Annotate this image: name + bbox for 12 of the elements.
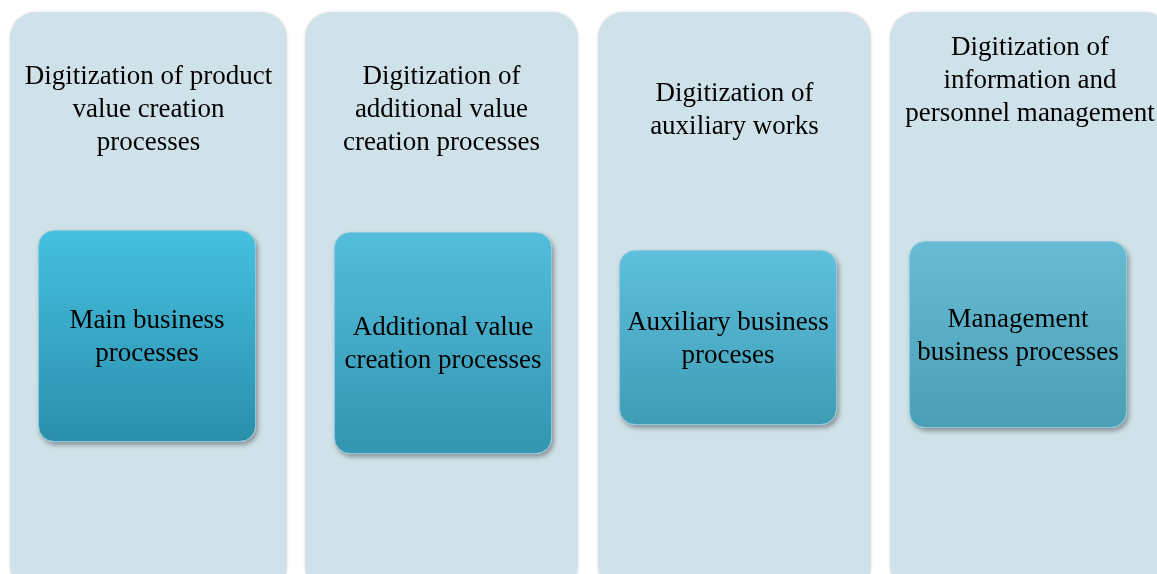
column-panel xyxy=(10,12,287,574)
column-heading: Digitization of additional value creation processes xyxy=(341,59,542,158)
column-heading: Digitization of information and personnel management xyxy=(904,30,1156,129)
process-box: Main business processes xyxy=(38,230,256,442)
process-box: Additional value creation processes xyxy=(334,232,552,454)
process-box: Auxiliary business proceses xyxy=(619,250,837,425)
column-panel xyxy=(598,12,871,574)
column-heading: Digitization of product value creation processes xyxy=(23,59,274,158)
column-panel xyxy=(890,12,1157,574)
column-panel xyxy=(305,12,578,574)
column-heading: Digitization of auxiliary works xyxy=(649,76,820,142)
process-box: Management business processes xyxy=(909,241,1127,428)
